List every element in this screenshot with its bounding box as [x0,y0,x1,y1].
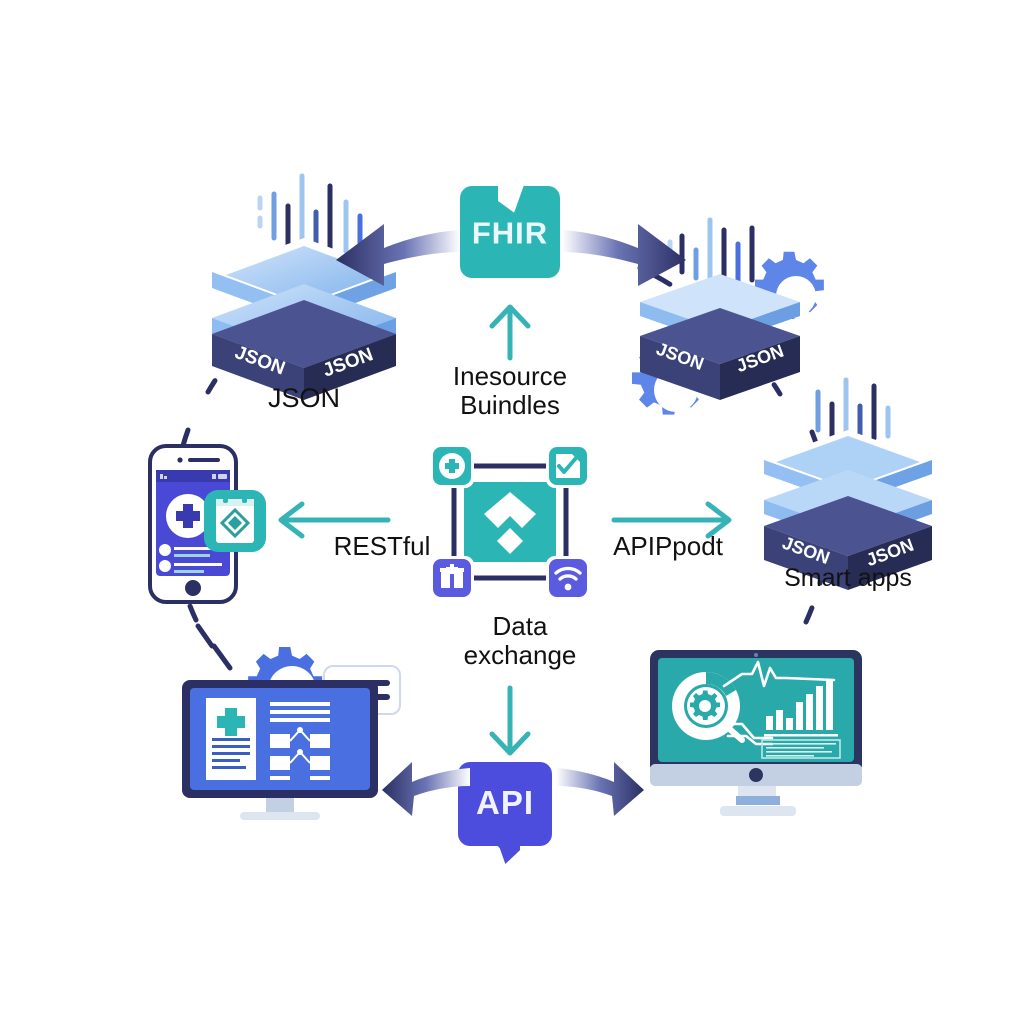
label-resource-bundles: Inesource Buindles [452,361,568,421]
fhir-hub-icon[interactable] [424,442,596,602]
label-api-podt: APIPpodt [613,531,723,561]
api-to-right-arrow [556,758,646,820]
label-json: JSON [267,383,340,413]
wifi-icon [549,559,587,597]
json-cube-gears-top-right: JSON JSON [620,216,850,436]
api-speech-bubble-icon[interactable]: API [458,762,552,864]
fhir-to-left-arrow [330,216,460,290]
smartphone-app-icon[interactable] [140,444,290,606]
ehr-monitor-icon[interactable] [168,623,404,834]
bubble-tail [491,840,521,864]
json-cube-left: JSON JSON [196,296,412,406]
hub-to-api-arrow [482,684,538,762]
fhir-folder-icon[interactable]: FHIR [460,185,560,278]
label-restful: RESTful [333,531,431,561]
fhir-folder-label: FHIR [471,215,549,251]
hub-to-phone-arrow [272,498,392,544]
label-data-exchange: Data exchange [463,611,577,671]
json-cube-right: JSON JSON [748,492,948,602]
gear-magnifier-icon [672,672,745,743]
analytics-monitor-icon[interactable] [644,644,876,836]
api-to-left-arrow [380,758,470,820]
hub-to-fhir-arrow [482,300,538,362]
label-smart-apps: Smart apps [784,564,912,592]
fhir-to-right-arrow [562,216,692,290]
api-bubble-label: API [475,784,534,822]
hub-to-smart-apps-arrow [608,498,738,544]
